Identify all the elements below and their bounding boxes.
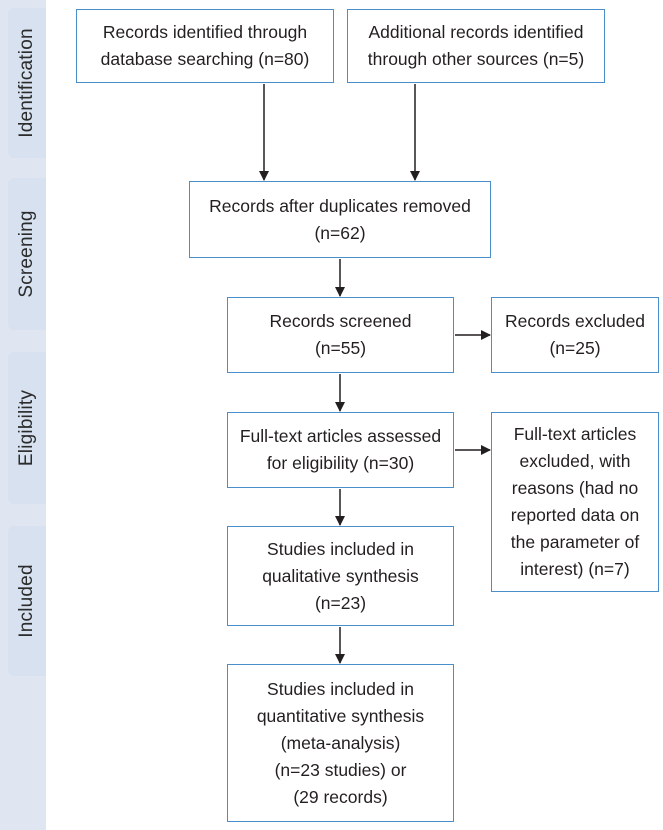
box-database-search: Records identified through database sear…: [76, 9, 334, 83]
box-line: (n=62): [314, 222, 366, 243]
phase-identification: Identification: [8, 8, 46, 158]
box-records-excluded: Records excluded (n=25): [491, 297, 659, 373]
box-line: (n=55): [314, 338, 367, 358]
phase-eligibility-label: Eligibility: [16, 389, 37, 467]
box-line: (n=23 studies) or: [274, 759, 407, 780]
box-line: Records screened: [269, 311, 412, 331]
box-quantitative-synthesis: Studies included in quantitative synthes…: [227, 664, 454, 822]
box-line: Records excluded: [504, 311, 646, 331]
box-line: through other sources (n=5): [367, 49, 585, 69]
box-line: quantitative synthesis: [256, 705, 425, 726]
box-line: Records after duplicates removed: [209, 195, 471, 216]
box-line: database searching (n=80): [100, 49, 310, 69]
phase-identification-label: Identification: [16, 28, 37, 138]
phase-included-label: Included: [16, 564, 37, 638]
phase-screening-label: Screening: [16, 210, 37, 298]
box-line: Additional records identified: [368, 22, 584, 42]
box-line: qualitative synthesis: [262, 565, 419, 586]
box-records-screened: Records screened (n=55): [227, 297, 454, 373]
box-line: interest) (n=7): [520, 559, 630, 579]
box-fulltext-assessed: Full-text articles assessed for eligibil…: [227, 412, 454, 488]
box-line: excluded, with: [519, 451, 631, 471]
box-line: Studies included in: [267, 678, 414, 699]
box-fulltext-excluded: Full-text articles excluded, with reason…: [491, 412, 659, 592]
phase-included: Included: [8, 526, 46, 676]
box-line: Records identified through: [102, 22, 308, 42]
box-line: (29 records): [293, 786, 388, 807]
phase-screening: Screening: [8, 178, 46, 330]
box-line: (meta-analysis): [280, 732, 401, 753]
box-line: (n=25): [549, 338, 601, 358]
box-line: (n=23): [314, 592, 367, 613]
box-line: reported data on: [510, 505, 640, 525]
box-other-sources: Additional records identified through ot…: [347, 9, 605, 83]
phase-eligibility: Eligibility: [8, 352, 46, 504]
box-duplicates-removed: Records after duplicates removed (n=62): [189, 181, 491, 258]
box-qualitative-synthesis: Studies included in qualitative synthesi…: [227, 526, 454, 626]
box-line: the parameter of: [510, 532, 640, 552]
box-line: reasons (had no: [511, 478, 639, 498]
box-line: for eligibility (n=30): [266, 453, 415, 473]
box-line: Studies included in: [267, 538, 414, 559]
box-line: Full-text articles assessed: [239, 426, 442, 446]
box-line: Full-text articles: [513, 424, 637, 444]
